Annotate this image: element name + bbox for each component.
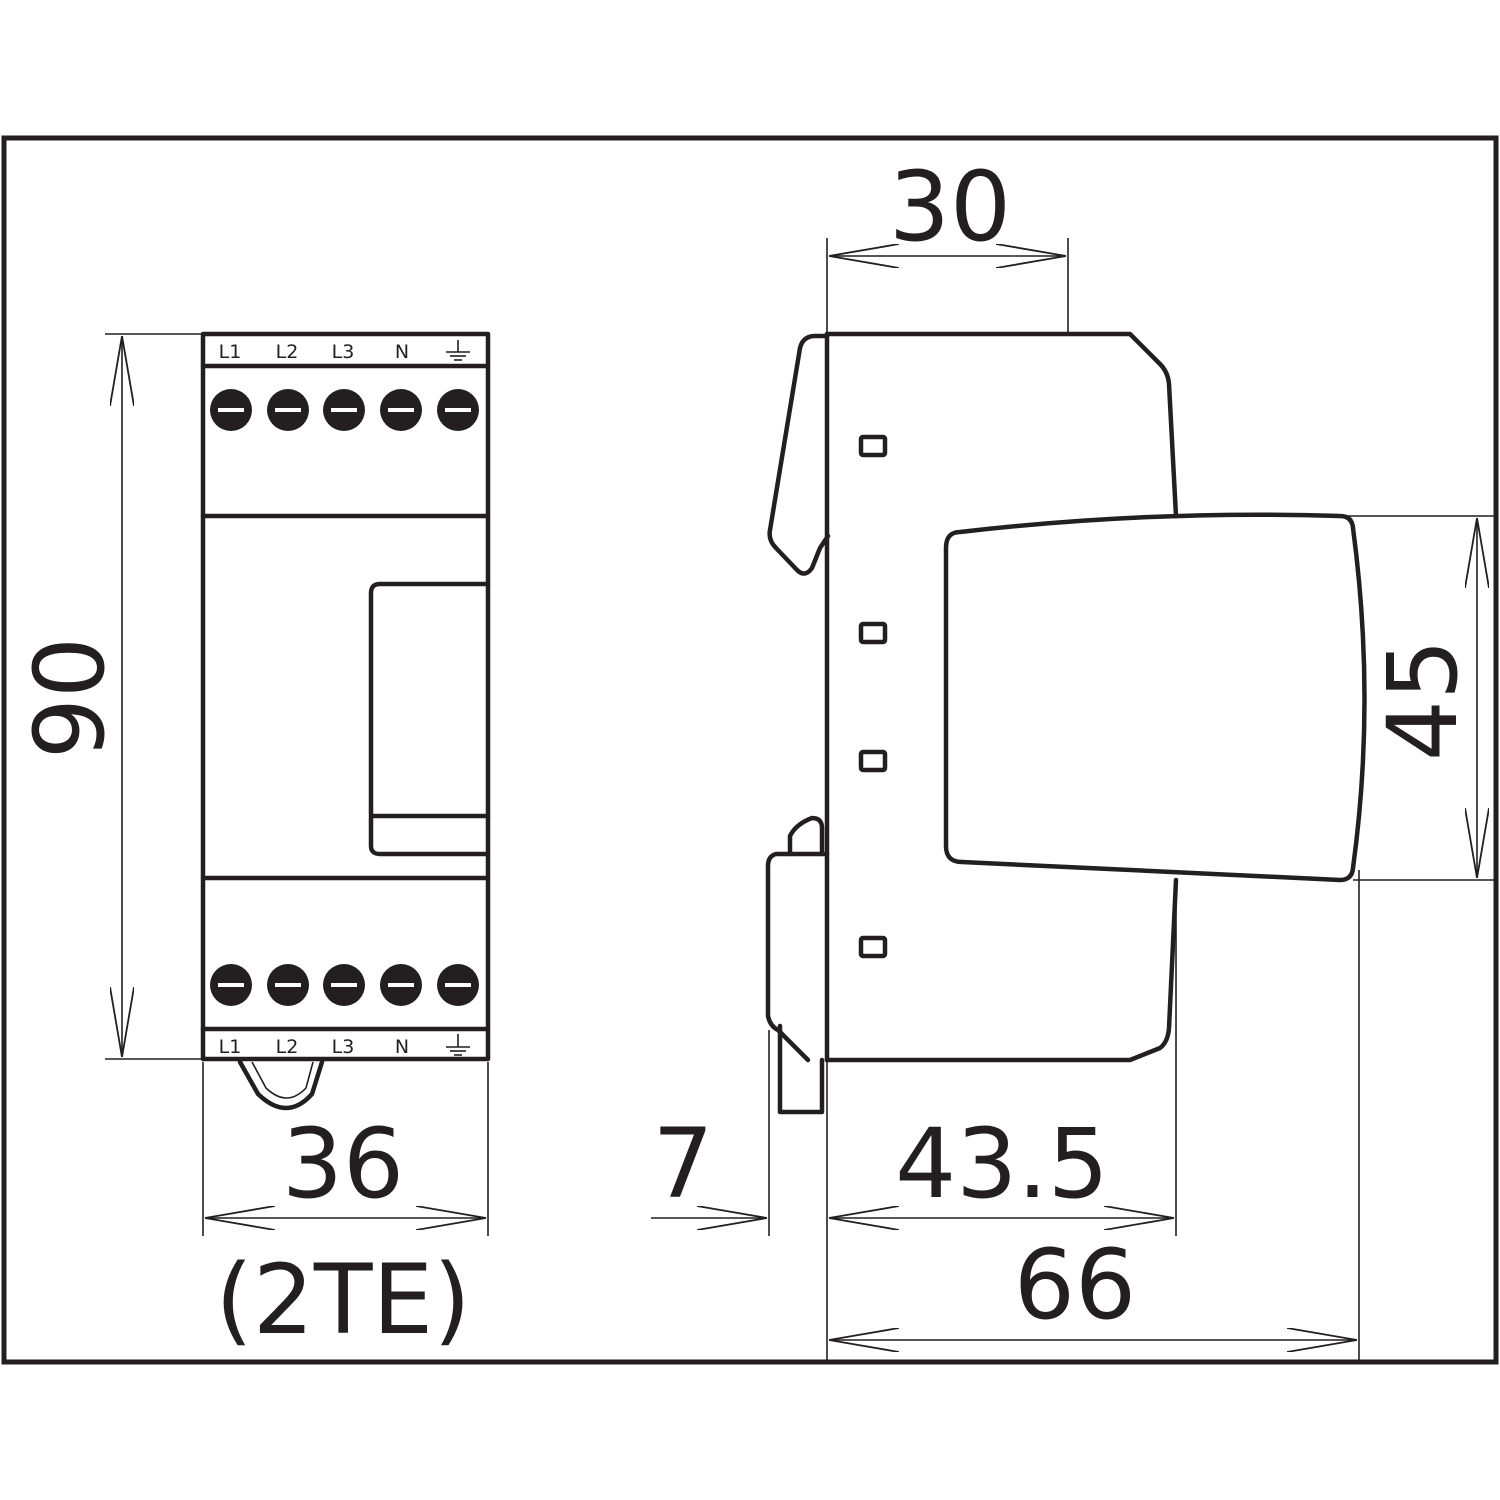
screw-icon [210, 964, 252, 1006]
front-view: L1 L2 L3 N L1 L2 L3 N [14, 331, 491, 1356]
terminal-label-top-l2: L2 [276, 341, 299, 363]
dim-width-sublabel: (2TE) [215, 1244, 470, 1356]
terminal-label-top-l1: L1 [219, 341, 242, 363]
screw-icon [267, 964, 309, 1006]
terminal-label-top-n: N [395, 341, 409, 363]
housing-bottom-edge [824, 877, 1179, 1063]
din-clip-loop [237, 1059, 325, 1111]
side-view: 30 45 7 43.5 66 [651, 151, 1494, 1360]
screw-icon [380, 964, 422, 1006]
status-window [368, 581, 491, 857]
earth-ground-icon [446, 340, 470, 361]
housing-top-edge [824, 331, 1179, 519]
dim-front-height-label: 45 [1367, 639, 1479, 761]
terminal-label-bottom-l2: L2 [276, 1036, 299, 1058]
bottom-screw-row [210, 964, 479, 1006]
vent-slot-icon [858, 621, 888, 645]
dim-top-width-label: 30 [889, 151, 1011, 263]
dim-height-label: 90 [14, 637, 126, 759]
housing-lower-clip [765, 851, 830, 1063]
din-rail-slider [777, 1023, 825, 1115]
screw-icon [323, 964, 365, 1006]
vent-slot-icon [858, 749, 888, 773]
lower-clip-latch [787, 815, 825, 857]
screw-icon [267, 389, 309, 431]
dim-total-depth-label: 66 [1014, 1229, 1136, 1341]
front-cover [943, 512, 1367, 883]
screw-icon [210, 389, 252, 431]
front-body-outline [200, 331, 491, 1062]
terminal-label-bottom-l1: L1 [219, 1036, 242, 1058]
housing-upper-hook [767, 333, 831, 576]
terminal-label-bottom-n: N [395, 1036, 409, 1058]
screw-icon [437, 389, 479, 431]
drawing-frame [1, 135, 1499, 1365]
top-screw-row [210, 389, 479, 431]
vent-slot-icon [858, 434, 888, 458]
screw-icon [437, 964, 479, 1006]
terminal-label-bottom-l3: L3 [332, 1036, 355, 1058]
terminal-label-top-l3: L3 [332, 341, 355, 363]
din-clip-loop-inner [251, 1061, 314, 1099]
earth-ground-icon [446, 1034, 470, 1056]
dim-width-label: 36 [282, 1108, 404, 1220]
vent-slot-icon [858, 935, 888, 959]
dim-rail-label: 7 [652, 1108, 713, 1220]
screw-icon [380, 389, 422, 431]
dim-body-depth-label: 43.5 [895, 1108, 1109, 1220]
screw-icon [323, 389, 365, 431]
